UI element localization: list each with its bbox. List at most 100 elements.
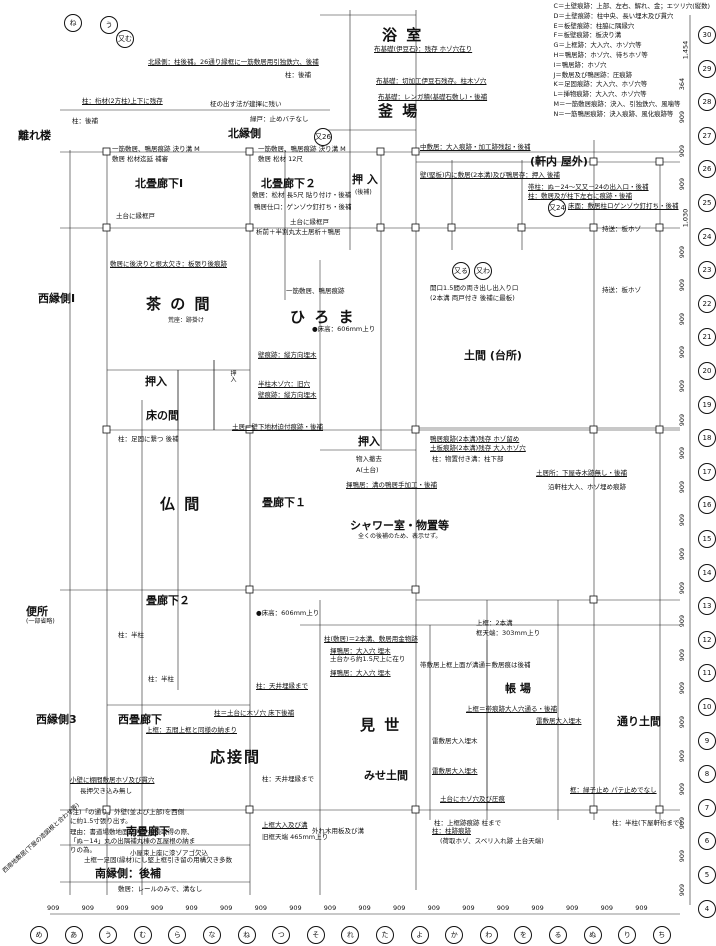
room-nokiuchi: (軒内 屋外): [530, 155, 588, 168]
note-n4: 布基礎：切加工伊豆石残存。柱木ゾ穴: [376, 77, 487, 85]
room-mise-doma: みせ土間: [364, 769, 408, 782]
note-n26: ●床高：606mm上り: [312, 325, 376, 333]
note-n55: 雷敷居大入埋木: [432, 767, 478, 775]
note-n71: 敷居：レールのみで、溝なし: [118, 885, 203, 893]
column: [589, 425, 598, 434]
note-n20: 鴨居仕口：ゲンゾウ釘打ち・後補: [254, 203, 352, 211]
grid-bubble-bottom: そ: [306, 926, 325, 944]
dimension-label-bottom: 909: [635, 904, 648, 912]
note-n14: 中敷居：大入痕跡・加工跡残起・後補: [420, 143, 531, 151]
dimension-label-right: 909: [678, 178, 687, 191]
grid-bubble-right: 7: [698, 798, 716, 817]
column: [245, 147, 254, 156]
room-kita-rouka2: 北畳廊下２: [261, 177, 316, 190]
dimension-label-bottom: 909: [47, 904, 60, 912]
column: [245, 585, 254, 594]
column: [376, 223, 385, 232]
note-n8: 緑戸：止めバテなし: [250, 115, 309, 123]
grid-bubble-right: 8: [698, 765, 716, 784]
legend-item: H＝鴨居跡：ホゾ穴、待ちホゾ等: [553, 50, 648, 59]
grid-bubble-bottom: つ: [272, 926, 291, 944]
note-n45: 上框：2本溝: [476, 619, 513, 627]
column: [411, 147, 420, 156]
grid-bubble-right: 20: [698, 362, 716, 380]
dimension-label-bottom: 909: [358, 904, 371, 912]
legend-item: F＝板壁痕跡：板決り溝: [553, 31, 622, 40]
legend-item: G＝上框跡：大入穴、ホゾ穴等: [553, 41, 642, 50]
note-n77: 土台にホゾ穴及び圧痕: [440, 795, 505, 803]
note-n27: 開口1.5間の両き出し出入り口: [430, 284, 519, 292]
dimension-label-right: 909: [678, 278, 687, 292]
dimension-label-bottom: 909: [496, 904, 510, 912]
grid-bubble-right: 9: [698, 731, 716, 750]
note-n67: 旧框天端 465mm上り: [262, 833, 329, 841]
note-n68: 外れ木用板及び溝: [312, 827, 364, 835]
grid-bubble-right: 14: [698, 563, 716, 582]
note-n19: 敷居：松材 長5尺 貼り付け・後補: [252, 191, 352, 199]
note-n59: 柱：天井埋縁まで: [262, 775, 314, 783]
grid-bubble-bottom: わ: [479, 926, 498, 944]
note-n54: 雷敷居大入埋木: [432, 737, 478, 745]
dimension-label-right: 909: [678, 816, 687, 830]
note-n53: 雷敷居大入埋木: [536, 717, 582, 725]
note-n6: 柱：桁材(2方柱)上下に残存: [82, 97, 163, 105]
column: [589, 157, 598, 166]
legend-item: E＝板壁痕跡：柱脇に隅縁穴: [553, 21, 635, 30]
note-n40: A(土台): [356, 466, 379, 474]
room-shower-sub: 全くの後補のため、表示せず。: [358, 533, 442, 540]
grid-bubble-bottom: う: [99, 926, 118, 944]
column: [589, 223, 598, 232]
note-n36: 鴨居痕跡(2本溝)残存 ホゾ留め: [430, 435, 520, 443]
note-n33: 壁痕跡：縦方向埋木: [258, 391, 317, 399]
column: [447, 223, 456, 232]
legend-item: M＝一筋敷居痕跡：決入、引独鉄穴、風噛等: [553, 99, 681, 108]
room-toori-doma: 通り土間: [617, 715, 661, 728]
room-butsuma: 仏 間: [160, 495, 202, 513]
note-n44: ●床高：606mm上り: [256, 609, 320, 617]
dimension-label-right: 909: [678, 480, 687, 494]
dimension-label-bottom: 909: [116, 904, 129, 912]
note-n7: 柾の出す法が建揮に残い: [210, 100, 282, 108]
dimension-label-right: 909: [678, 514, 687, 527]
note-n22: 土台に縁框戸: [290, 218, 329, 226]
note-n52: 上框＝帯痕跡大人穴通る・後補: [466, 705, 557, 713]
note-n12: 敷居 松材迄延 補審: [112, 155, 169, 163]
column: [376, 147, 385, 156]
legend-item: D＝土壁痕跡：柱中央、長い埋木及び貫穴: [553, 11, 674, 20]
note-n11: 一筋敷居、鴨居痕跡 決り溝 M: [258, 145, 346, 153]
room-nishi-engawa3: 西縁側3: [36, 713, 77, 726]
room-kita-rouka1: 北畳廊下Ⅰ: [135, 177, 184, 190]
grid-bubble-right: 4: [698, 899, 716, 918]
dimension-label-bottom: 909: [393, 904, 406, 912]
grid-bubble-bottom: あ: [64, 926, 83, 944]
dimension-label-right: 909: [678, 850, 687, 863]
room-oshiire4: 押入: [358, 435, 380, 448]
legend-item: C＝土壁痕跡：上部、左右、解れ、金；エツリ穴(縦数): [553, 2, 711, 10]
note-n61: 上框：五間上框と同様の納まり: [146, 726, 237, 734]
grid-bubble-bottom: ち: [652, 926, 671, 944]
grid-bubble-top: う: [100, 16, 118, 34]
note-n38: 柱：物置付き溝：柱下部: [432, 455, 504, 463]
note-n60: 柱＝土台に木ゾ穴 床下後補: [214, 709, 295, 717]
note-n74: 柱：上框跡痕跡 柱まで: [434, 819, 502, 827]
grid-bubble-bottom: む: [133, 926, 152, 944]
note-n69: 小屋束上座に漆ゾアゴ欠込: [130, 849, 208, 857]
room-choba: 帳 場: [505, 682, 531, 695]
note-n58: 柱：天井埋縁まで: [256, 682, 308, 690]
room-oshiire1: 押 入: [352, 173, 378, 186]
note-n56: 柱：半柱: [118, 631, 144, 639]
room-chanoma-sub: 荒座：跡掛け: [168, 317, 205, 324]
grid-bubble-right: 29: [698, 59, 716, 78]
room-shower: シャワー室・物置等: [350, 519, 449, 532]
dimension-label-bottom: 909: [600, 904, 614, 912]
note-n65: 理由：書道場敷地面に伴う接続取得の際、「ぬ－14」丸の出隅補丸棟の瓦屋根の納まり…: [70, 828, 196, 854]
note-n75: 柱：柱跡痕跡: [432, 827, 471, 835]
dimension-label-right: 909: [678, 245, 687, 258]
dimension-label-right: 909: [678, 144, 687, 158]
grid-bubble-bottom: な: [203, 926, 221, 944]
room-minami-engawa: 南縁側：後補: [95, 867, 161, 880]
note-n10: 一筋敷居、鴨居痕跡 決り溝 M: [112, 145, 200, 153]
legend-item: L＝挿物痕跡：大入穴、ホゾ穴等: [553, 90, 647, 99]
room-rouka1: 畳廊下１: [262, 496, 306, 509]
room-hanare: 離れ楼: [18, 129, 51, 142]
